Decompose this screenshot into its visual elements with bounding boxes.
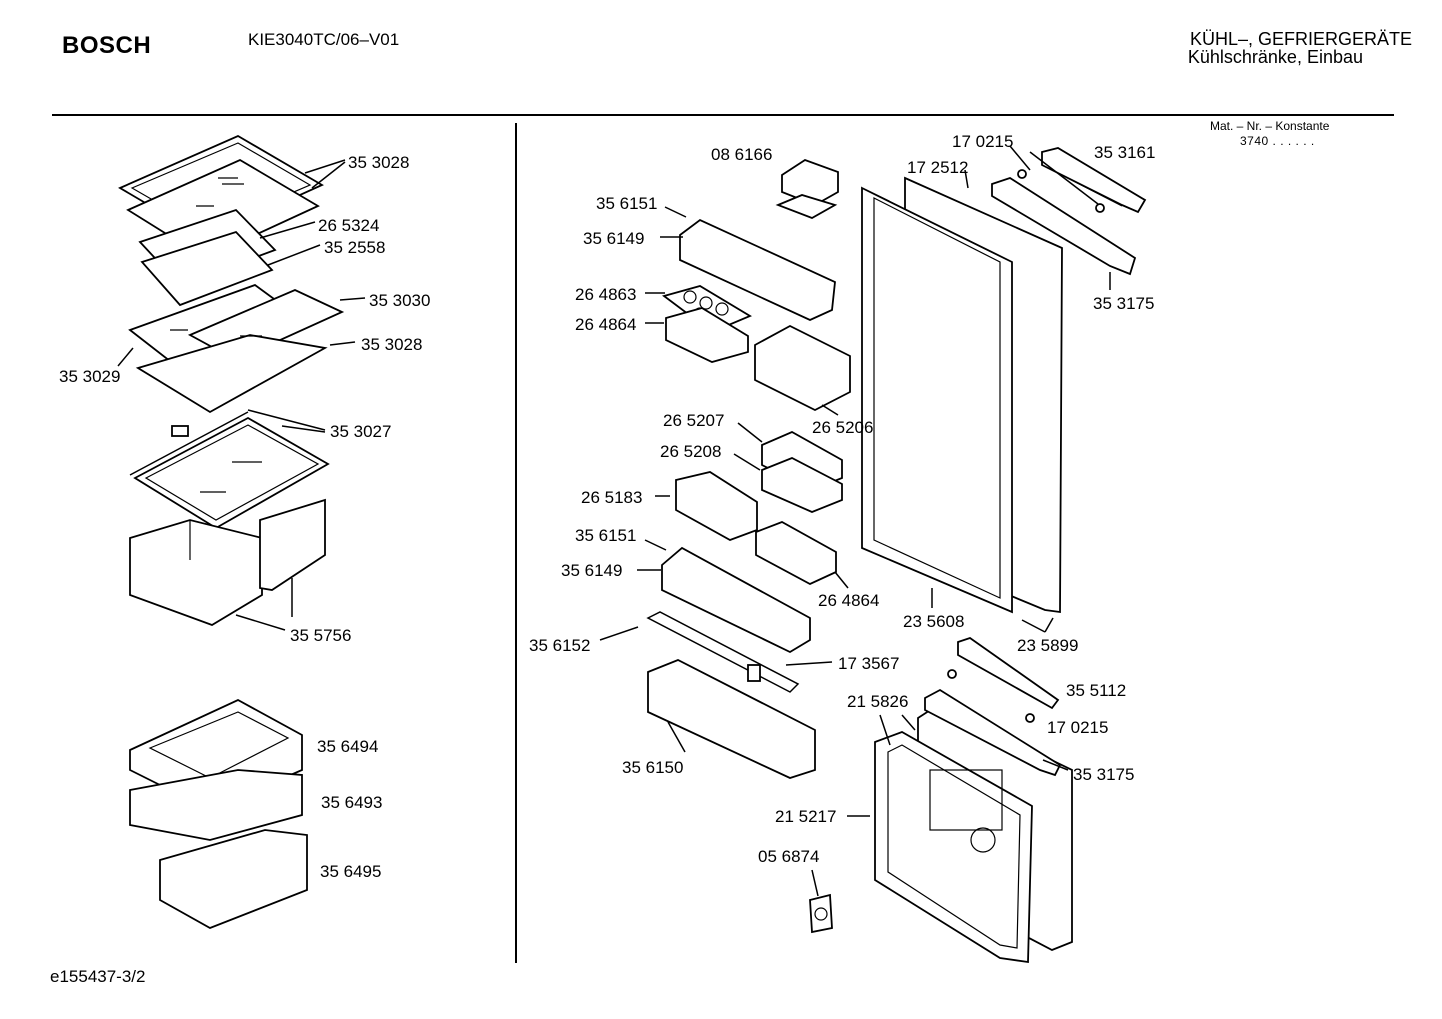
part-label: 08 6166 [711, 145, 772, 164]
door-bin-medium [754, 324, 851, 412]
material-number-label: Mat. – Nr. – Konstante [1210, 119, 1330, 133]
screw-lower [947, 669, 1035, 723]
part-label: 26 5324 [318, 216, 379, 235]
door-hinge-upper [991, 147, 1147, 276]
part-label: 17 0215 [1047, 718, 1108, 737]
door-hinge-lower [924, 637, 1062, 777]
shelf-frame-set [128, 208, 345, 414]
header-divider [52, 114, 1394, 116]
part-label: 26 5207 [663, 411, 724, 430]
part-label: 17 2512 [907, 158, 968, 177]
part-label: 35 6149 [583, 229, 644, 248]
part-label: 26 5208 [660, 442, 721, 461]
part-label: 35 3161 [1094, 143, 1155, 162]
bottle-retainer [646, 611, 800, 693]
part-label: 35 6152 [529, 636, 590, 655]
part-label: 35 6495 [320, 862, 381, 881]
part-label: 35 3028 [348, 153, 409, 172]
material-number-value: 3740 . . . . . . [1240, 134, 1315, 148]
freezer-drawer-2 [129, 769, 303, 841]
part-label: 35 3175 [1093, 294, 1154, 313]
document-id: e155437-3/2 [50, 967, 146, 986]
part-label: 26 4864 [575, 315, 636, 334]
category-subtitle: Kühlschränke, Einbau [1187, 47, 1363, 67]
leader-lines [117, 145, 1111, 897]
part-label: 35 6151 [596, 194, 657, 213]
part-label: 26 5183 [581, 488, 642, 507]
part-label: 35 2558 [324, 238, 385, 257]
part-label: 35 6493 [321, 793, 382, 812]
part-label: 23 5608 [903, 612, 964, 631]
egg-tray [661, 285, 752, 363]
door-panel [861, 176, 1063, 614]
column-divider [515, 123, 517, 963]
glass-shelf-large [129, 411, 330, 530]
part-label: 35 5756 [290, 626, 351, 645]
brand-logo: BOSCH [62, 32, 152, 59]
freezer-door [874, 703, 1073, 964]
bottle-shelf [647, 659, 816, 779]
part-label: 26 4863 [575, 285, 636, 304]
part-label: 21 5826 [847, 692, 908, 711]
door-bin-small-set [675, 430, 843, 586]
part-label: 05 6874 [758, 847, 819, 866]
part-label: 35 6494 [317, 737, 378, 756]
butter-dish [775, 159, 839, 219]
part-label: 23 5899 [1017, 636, 1078, 655]
part-label: 35 5112 [1066, 681, 1126, 700]
part-label: 35 6150 [622, 758, 683, 777]
part-label: 26 4864 [818, 591, 879, 610]
part-label: 35 3030 [369, 291, 430, 310]
part-label: 26 5206 [812, 418, 873, 437]
door-shelf-upper [679, 218, 836, 321]
model-number: KIE3040TC/06–V01 [248, 30, 400, 49]
part-label: 17 0215 [952, 132, 1013, 151]
part-label: 17 3567 [838, 654, 899, 673]
door-shelf-lower [661, 546, 811, 654]
temperature-knob [809, 893, 833, 934]
part-label: 35 3028 [361, 335, 422, 354]
part-label: 21 5217 [775, 807, 836, 826]
part-label: 35 6151 [575, 526, 636, 545]
part-label: 35 3175 [1073, 765, 1134, 784]
freezer-drawer-3 [159, 829, 308, 929]
screw-upper [1017, 169, 1105, 213]
part-label: 35 3029 [59, 367, 120, 386]
part-labels: 35 3028 26 5324 35 2558 35 3030 35 3028 … [59, 132, 1155, 881]
part-label: 35 6149 [561, 561, 622, 580]
category-title: KÜHL–, GEFRIERGERÄTE [1189, 29, 1412, 49]
part-label: 35 3027 [330, 422, 391, 441]
vegetable-drawers [129, 498, 326, 626]
